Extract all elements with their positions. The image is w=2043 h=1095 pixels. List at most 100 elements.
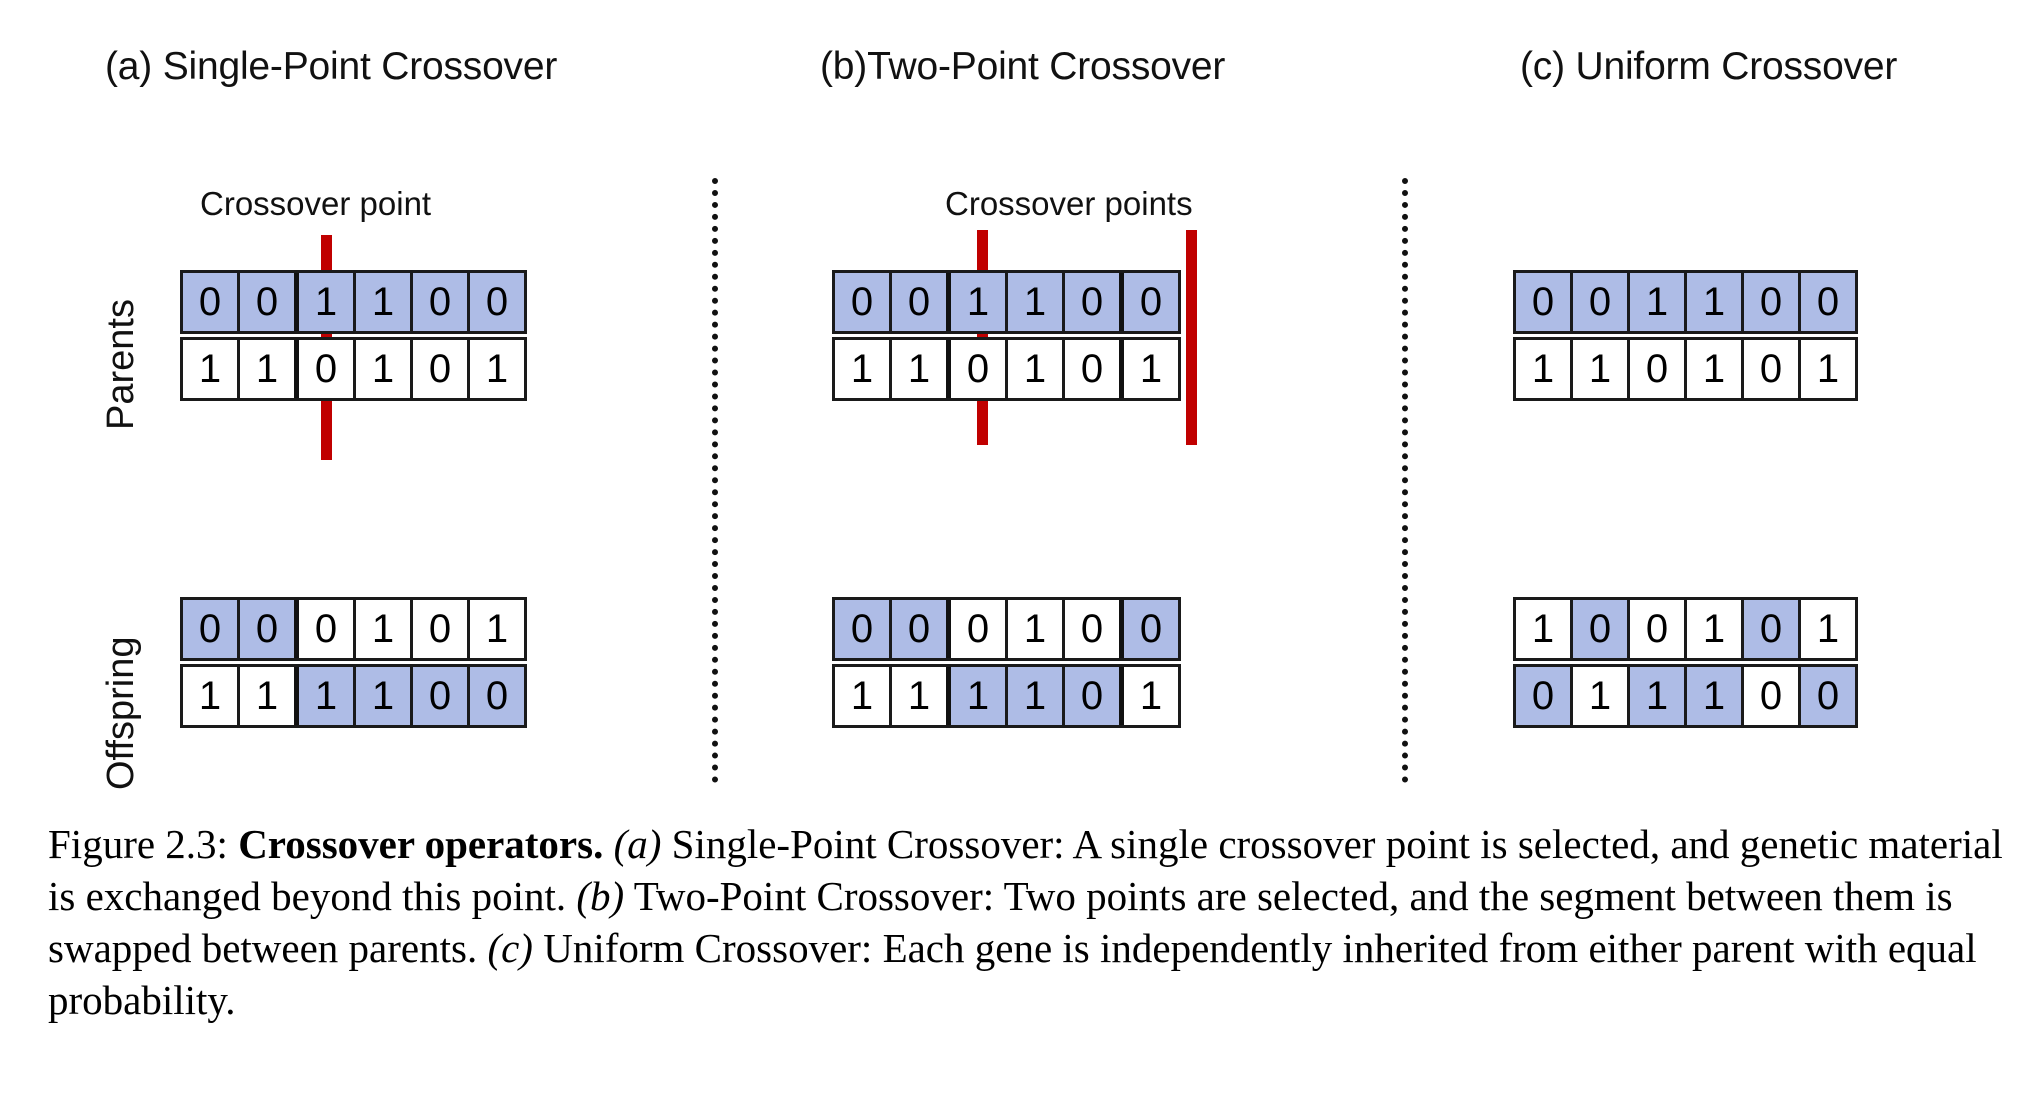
gene-cell: 0 [470, 273, 524, 331]
gene-cell: 0 [892, 600, 951, 658]
gene-cell: 0 [1630, 600, 1687, 658]
caption-figure-number: Figure 2.3: [48, 821, 228, 867]
gene-cell: 1 [1008, 273, 1065, 331]
gene-cell: 0 [240, 600, 299, 658]
panel-divider-a-b [712, 178, 718, 783]
gene-cell: 1 [1008, 600, 1065, 658]
gene-cell: 1 [1630, 667, 1687, 725]
gene-cell: 0 [835, 600, 892, 658]
gene-cell: 0 [470, 667, 524, 725]
gene-cell: 0 [413, 273, 470, 331]
gene-cell: 1 [1573, 340, 1630, 398]
panel-title-single-point: (a) Single-Point Crossover [105, 45, 558, 88]
gene-cell: 0 [413, 600, 470, 658]
gene-cell: 1 [1516, 340, 1573, 398]
gene-cell: 0 [183, 273, 240, 331]
gene-cell: 0 [1744, 340, 1801, 398]
caption-bold-title: Crossover operators. [238, 821, 604, 867]
gene-cell: 1 [1687, 667, 1744, 725]
gene-cell: 1 [356, 273, 413, 331]
gene-cell: 1 [356, 340, 413, 398]
gene-cell: 1 [1124, 667, 1178, 725]
gene-cell: 1 [299, 667, 356, 725]
caption-text-a: Single-Point Crossover: A single crossov… [48, 821, 2003, 919]
gene-cell: 1 [1008, 340, 1065, 398]
gene-cell: 1 [1687, 600, 1744, 658]
gene-cell: 0 [299, 340, 356, 398]
gene-cell: 1 [356, 600, 413, 658]
gene-cell: 1 [356, 667, 413, 725]
gene-cell: 0 [1801, 273, 1855, 331]
gene-cell: 1 [951, 273, 1008, 331]
gene-cell: 1 [892, 340, 951, 398]
gene-cell: 0 [1744, 667, 1801, 725]
gene-cell: 1 [240, 340, 299, 398]
gene-cell: 1 [1801, 340, 1855, 398]
gene-cell: 1 [1124, 340, 1178, 398]
gene-cell: 0 [413, 340, 470, 398]
gene-cell: 1 [892, 667, 951, 725]
gene-cell: 1 [470, 340, 524, 398]
crossover-points-label-b: Crossover points [945, 185, 1193, 222]
gene-cell: 0 [1801, 667, 1855, 725]
caption-marker-b: (b) [576, 873, 625, 919]
gene-cell: 0 [1065, 273, 1124, 331]
gene-cell: 1 [1687, 273, 1744, 331]
figure-crossover-operators: (a) Single-Point Crossover (b)Two-Point … [100, 45, 1898, 790]
gene-cell: 0 [1516, 667, 1573, 725]
gene-cell: 0 [892, 273, 951, 331]
panel-title-uniform: (c) Uniform Crossover [1520, 45, 1898, 88]
gene-cell: 0 [1573, 273, 1630, 331]
gene-cell: 0 [1124, 273, 1178, 331]
caption-text-c: Uniform Crossover: Each gene is independ… [48, 925, 1977, 1023]
panel-title-two-point: (b)Two-Point Crossover [820, 45, 1226, 88]
gene-cell: 0 [1630, 340, 1687, 398]
caption-text-b: Two-Point Crossover: Two points are sele… [48, 873, 1953, 971]
gene-cell: 0 [1573, 600, 1630, 658]
gene-cell: 1 [1801, 600, 1855, 658]
row-group-label-offspring: Offspring [100, 636, 142, 790]
gene-cell: 0 [240, 273, 299, 331]
figure-caption: Figure 2.3: Crossover operators. (a) Sin… [48, 818, 2008, 1026]
gene-cell: 1 [835, 667, 892, 725]
gene-cell: 1 [299, 273, 356, 331]
gene-cell: 1 [1516, 600, 1573, 658]
gene-cell: 1 [1687, 340, 1744, 398]
gene-cell: 1 [1630, 273, 1687, 331]
row-group-label-parents: Parents [100, 299, 142, 430]
gene-cell: 0 [1065, 340, 1124, 398]
gene-cell: 0 [1124, 600, 1178, 658]
gene-cell: 0 [1065, 667, 1124, 725]
gene-cell: 1 [470, 600, 524, 658]
gene-cell: 0 [1744, 600, 1801, 658]
gene-cell: 1 [951, 667, 1008, 725]
gene-cell: 0 [299, 600, 356, 658]
caption-marker-a: (a) [613, 821, 662, 867]
gene-cell: 1 [835, 340, 892, 398]
gene-cell: 0 [951, 600, 1008, 658]
crossover-point-label-a: Crossover point [200, 185, 432, 222]
caption-marker-c: (c) [487, 925, 533, 971]
gene-cell: 0 [1065, 600, 1124, 658]
gene-cell: 1 [1573, 667, 1630, 725]
panel-divider-b-c [1402, 178, 1408, 783]
gene-cell: 0 [835, 273, 892, 331]
gene-cell: 1 [183, 340, 240, 398]
gene-cell: 0 [951, 340, 1008, 398]
gene-cell: 1 [1008, 667, 1065, 725]
gene-cell: 0 [1516, 273, 1573, 331]
crossover-line-b-2 [1186, 230, 1197, 445]
gene-cell: 1 [183, 667, 240, 725]
gene-cell: 0 [1744, 273, 1801, 331]
